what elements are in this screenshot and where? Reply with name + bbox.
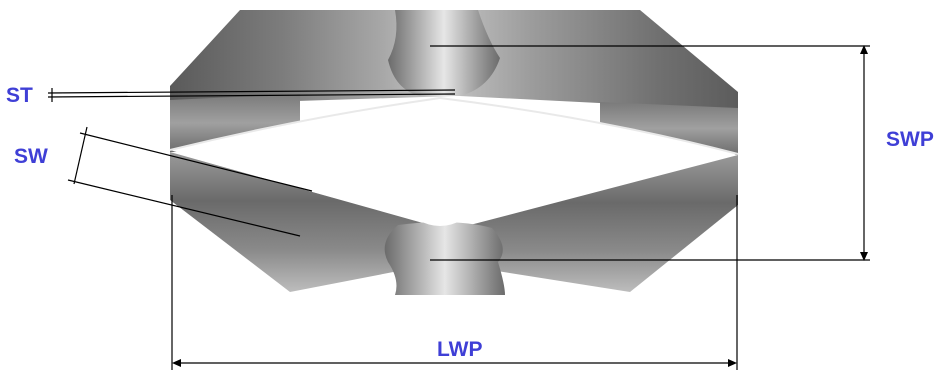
- strand-bottom-left: [170, 152, 445, 292]
- sw-extension-bottom: [67, 179, 301, 237]
- lwp-label: LWP: [437, 338, 483, 361]
- lwp-arrow-left: [172, 359, 181, 367]
- strand-top-left: [170, 10, 455, 105]
- sw-dimension-line: [73, 126, 88, 185]
- bond-bottom: [384, 222, 505, 295]
- swp-arrow-top: [860, 45, 868, 54]
- swp-label: SWP: [886, 128, 934, 151]
- mesh-opening: [170, 98, 738, 226]
- dimension-lines: [47, 45, 870, 370]
- sw-label: SW: [14, 145, 48, 168]
- bond-top: [388, 10, 500, 96]
- lwp-arrow-right: [728, 359, 737, 367]
- st-leader-top: [47, 89, 456, 94]
- strand-bottom-right: [440, 155, 738, 292]
- st-leader-bottom: [47, 93, 456, 98]
- swp-arrow-bottom: [860, 252, 868, 261]
- metal-mesh: [169, 10, 739, 295]
- strand-top-right: [420, 10, 738, 110]
- arrowheads: [172, 45, 868, 367]
- st-label: ST: [6, 84, 33, 107]
- sw-extension-top: [79, 132, 313, 192]
